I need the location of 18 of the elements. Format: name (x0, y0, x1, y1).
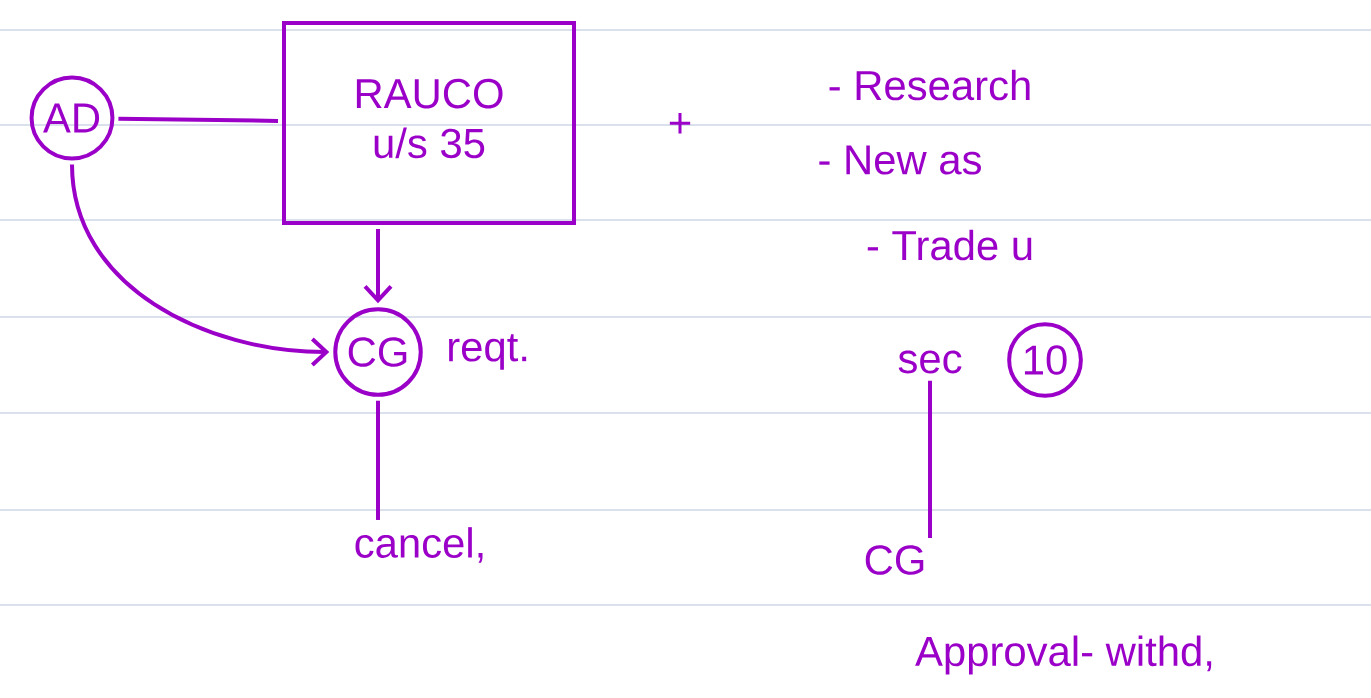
text-box: RAUCO u/s 35 (282, 21, 576, 225)
handwritten-note: reqt. (449, 334, 527, 370)
handwritten-text: CG (865, 545, 924, 575)
handwritten-text: cancel, (355, 527, 483, 563)
list-item: - Trade u (867, 229, 1032, 261)
circled-text: CG (333, 307, 423, 397)
circled-text: 10 (1007, 322, 1083, 398)
list-item: - New as (819, 145, 981, 175)
circled-text: AD (29, 75, 115, 161)
arrow (363, 229, 393, 304)
handwritten-text: sec (898, 350, 962, 374)
connector-line (376, 400, 380, 520)
handwritten-note: Approval- withd, (915, 635, 1212, 675)
connector-line (928, 380, 932, 538)
connector-line (118, 116, 279, 123)
plus-sign: + (669, 112, 691, 134)
arrow (70, 164, 330, 367)
list-item: - Research (829, 69, 1030, 101)
